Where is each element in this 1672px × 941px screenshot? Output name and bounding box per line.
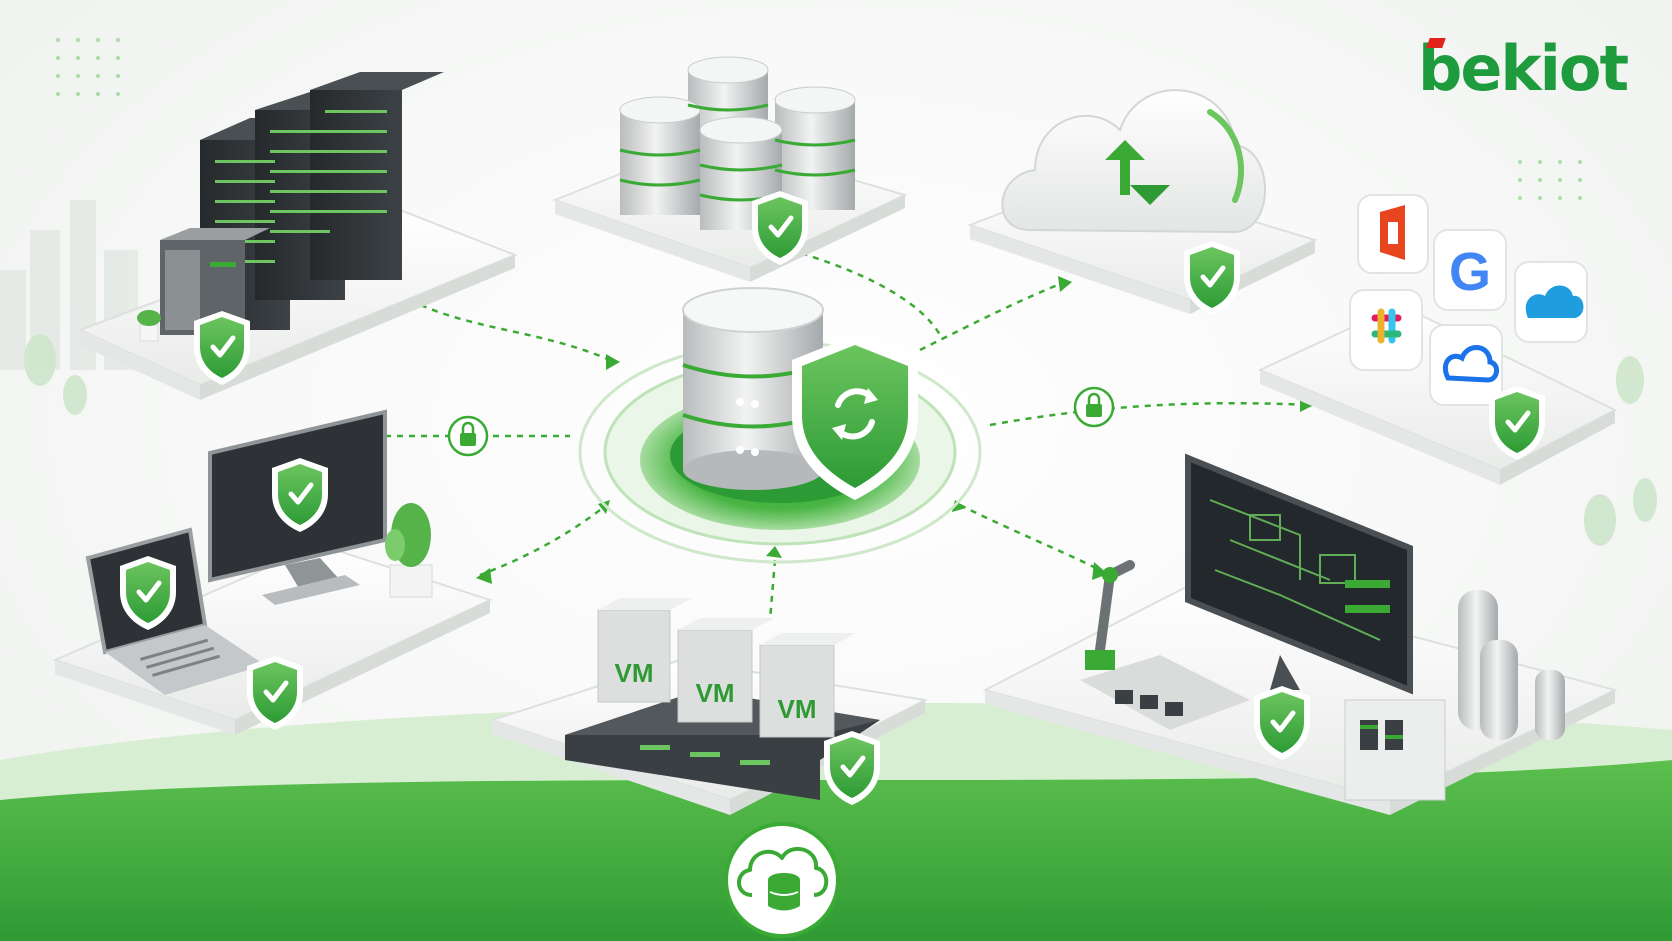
arrow-head xyxy=(606,354,620,370)
link-saas xyxy=(989,401,1311,427)
cloud-database-icon xyxy=(737,847,829,911)
node-industrial[interactable] xyxy=(982,453,1618,815)
lock-icon xyxy=(1073,386,1115,428)
vm-label: VM xyxy=(696,678,735,708)
bottom-band xyxy=(0,760,1672,941)
vm-host-icon: VM VM VM xyxy=(565,598,880,800)
link-cloud xyxy=(919,280,1066,352)
arrow-head xyxy=(598,500,610,514)
link-servers xyxy=(409,298,611,362)
arrow-head xyxy=(766,546,782,558)
node-virtual-machines[interactable]: VM VM VM xyxy=(488,598,929,815)
svg-text:G: G xyxy=(1449,242,1491,302)
node-saas-apps[interactable]: G xyxy=(1257,194,1618,485)
node-cloud[interactable] xyxy=(967,89,1318,315)
saas-apps-icon: G xyxy=(1349,194,1588,406)
arrow-head xyxy=(476,568,492,584)
server-rack-icon xyxy=(137,72,444,342)
arrow-head xyxy=(1058,276,1072,292)
node-databases[interactable] xyxy=(552,56,908,282)
vm-label: VM xyxy=(615,658,654,688)
logo-text: bekiot xyxy=(1418,32,1629,105)
bekiot-logo[interactable]: bekiot xyxy=(1418,34,1638,104)
node-servers[interactable] xyxy=(77,72,518,400)
backup-database-shield-icon xyxy=(682,287,918,500)
link-endpoints xyxy=(479,508,601,577)
dot-pattern-right xyxy=(1518,160,1582,200)
center-hub[interactable] xyxy=(578,287,982,564)
dot-pattern-left xyxy=(56,38,120,96)
link-databases xyxy=(789,248,942,336)
connection-lines xyxy=(385,248,1311,621)
desktop-laptop-icon xyxy=(85,409,433,695)
cloud-sync-icon xyxy=(1001,89,1266,234)
link-vm xyxy=(768,559,777,621)
database-cluster-icon xyxy=(619,56,856,230)
lock-icon xyxy=(447,415,489,457)
background-trees xyxy=(24,334,1657,546)
link-industrial xyxy=(959,503,1101,572)
node-endpoints[interactable] xyxy=(52,409,493,735)
industrial-plant-icon xyxy=(1080,453,1565,801)
vm-label: VM xyxy=(778,694,817,724)
bottom-badge[interactable] xyxy=(724,822,840,938)
